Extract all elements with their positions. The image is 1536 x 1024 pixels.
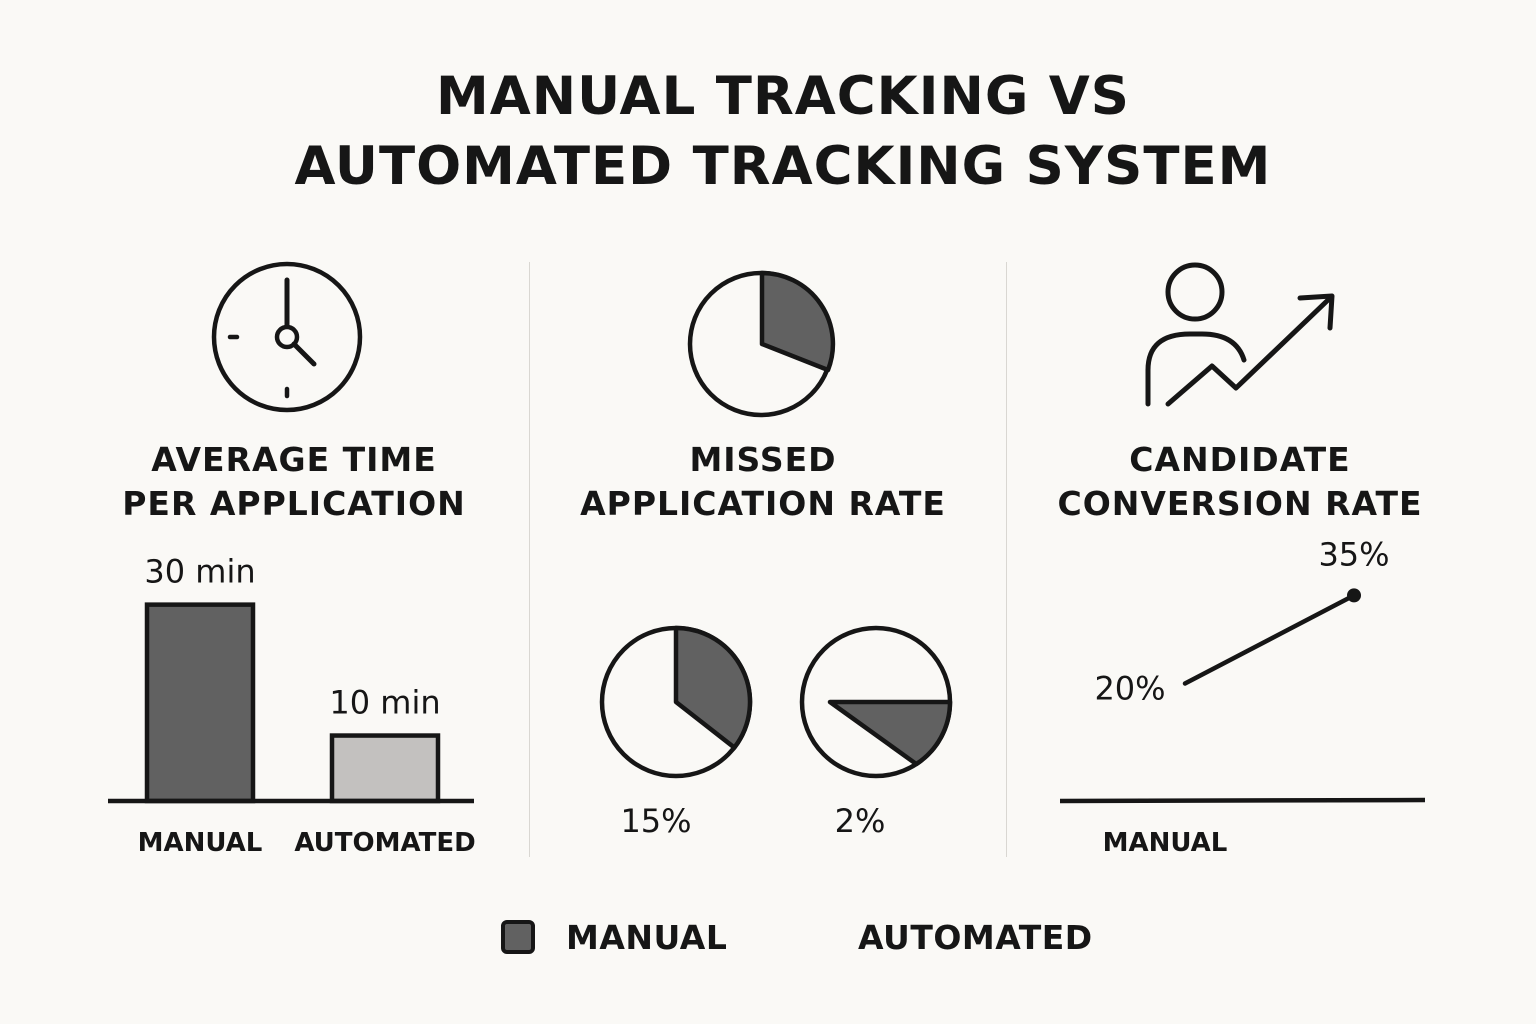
panel-title-line-1: CANDIDATE xyxy=(1129,440,1351,479)
legend: MANUAL AUTOMATED xyxy=(0,914,1536,962)
pie-icon-wedge xyxy=(759,270,836,373)
x-tick-label: MANUAL xyxy=(1103,828,1228,858)
pie-value-label: 2% xyxy=(835,802,886,840)
pie-slice-automated xyxy=(827,699,953,767)
clock-minute-hand xyxy=(291,341,317,367)
column-divider-2 xyxy=(1006,262,1007,857)
pie-value-label: 15% xyxy=(620,802,691,840)
line-point xyxy=(1347,588,1361,603)
panel-title-average-time: AVERAGE TIME PER APPLICATION xyxy=(54,438,534,526)
title-line-1: MANUAL TRACKING VS xyxy=(436,66,1130,127)
person-shoulders xyxy=(1145,331,1247,407)
growth-arrow-line xyxy=(1165,297,1331,407)
x-tick-label: MANUAL xyxy=(138,828,263,858)
panel-title-missed-rate: MISSED APPLICATION RATE xyxy=(523,438,1003,526)
bar-automated xyxy=(329,733,441,804)
x-tick-label: AUTOMATED xyxy=(294,828,475,858)
bar-value-label: 10 min xyxy=(329,684,440,722)
clock-icon xyxy=(211,261,363,413)
line-value-label: 35% xyxy=(1318,535,1389,573)
pie-chart-icon xyxy=(687,270,836,418)
legend-label-automated: AUTOMATED xyxy=(858,918,1093,957)
pie-slice-manual xyxy=(673,625,753,750)
line-series xyxy=(1182,593,1357,686)
conversion-rate-line-chart: 20% 35% MANUAL xyxy=(1059,535,1426,858)
page-title: MANUAL TRACKING VS AUTOMATED TRACKING SY… xyxy=(0,62,1536,202)
bar-value-label: 30 min xyxy=(144,553,255,591)
panel-title-conversion-rate: CANDIDATE CONVERSION RATE xyxy=(1000,438,1480,526)
column-divider-1 xyxy=(529,262,530,857)
person-head xyxy=(1165,262,1225,322)
panel-title-line-2: PER APPLICATION xyxy=(122,484,466,523)
bar-manual xyxy=(144,602,256,804)
title-line-2: AUTOMATED TRACKING SYSTEM xyxy=(294,136,1272,197)
missed-rate-pie-charts: 15% 2% xyxy=(599,625,953,840)
line-value-label: 20% xyxy=(1094,670,1165,708)
legend-swatch-manual xyxy=(501,920,535,954)
line-baseline xyxy=(1059,797,1426,804)
growth-arrow-head xyxy=(1297,293,1335,331)
panel-title-line-1: AVERAGE TIME xyxy=(151,440,437,479)
legend-label-manual: MANUAL xyxy=(566,918,728,957)
person-growth-icon xyxy=(1145,262,1335,407)
panel-title-line-1: MISSED xyxy=(689,440,837,479)
panel-title-line-2: APPLICATION RATE xyxy=(580,484,946,523)
panel-title-line-2: CONVERSION RATE xyxy=(1057,484,1423,523)
clock-center xyxy=(274,324,300,350)
clock-face xyxy=(211,261,363,413)
